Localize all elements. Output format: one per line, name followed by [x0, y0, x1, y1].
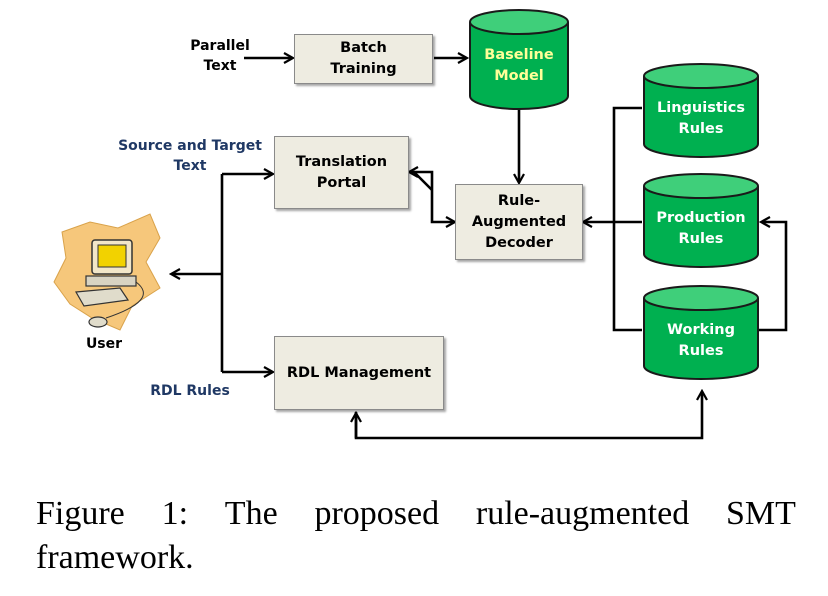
- linguistics-rules-cylinder: Linguistics Rules: [642, 62, 760, 160]
- caption-line-2: framework.: [36, 539, 194, 576]
- arrow-decoder-to-portal: [410, 172, 433, 191]
- working-rules-label: Working Rules: [667, 322, 735, 359]
- parallel-text-label: Parallel Text: [190, 38, 250, 74]
- production-rules-label: Production Rules: [656, 210, 746, 247]
- rules-bus: [612, 106, 642, 332]
- caption-word: rule-augmented: [475, 495, 690, 532]
- caption-word: proposed: [314, 495, 440, 532]
- source-target-text-label: Source and Target Text: [118, 138, 262, 174]
- rule-augmented-decoder-box: Rule- Augmented Decoder: [455, 184, 583, 260]
- figure-caption: Figure 1: The proposed rule-augmented SM…: [36, 492, 796, 580]
- caption-word: Figure: [36, 495, 125, 532]
- production-rules-cylinder: Production Rules: [642, 172, 760, 270]
- translation-portal-label: Translation Portal: [295, 153, 388, 191]
- working-rules-cylinder: Working Rules: [642, 284, 760, 382]
- caption-word: The: [224, 495, 278, 532]
- rdl-management-label: RDL Management: [286, 364, 432, 381]
- rdl-management-box: RDL Management: [274, 336, 444, 410]
- linguistics-rules-label: Linguistics Rules: [657, 100, 745, 137]
- caption-word: 1:: [161, 495, 189, 532]
- arrow-portal-to-decoder: [414, 170, 454, 222]
- rdl-rules-label: RDL Rules: [150, 383, 230, 399]
- batch-training-label: Batch Training: [330, 40, 397, 77]
- rule-augmented-decoder-label: Rule- Augmented Decoder: [471, 192, 567, 251]
- user-label: User: [85, 336, 123, 352]
- arrow-working-to-production: [758, 222, 788, 332]
- baseline-model-label: Baseline Model: [484, 47, 554, 84]
- framework-diagram: Parallel Text Source and Target Text Use…: [53, 0, 788, 440]
- caption-word: SMT: [726, 495, 796, 532]
- baseline-model-cylinder: Baseline Model: [468, 8, 570, 112]
- user-computer-icon: [53, 213, 161, 331]
- batch-training-box: Batch Training: [294, 34, 433, 84]
- diagram-connectors: [53, 0, 788, 440]
- translation-portal-box: Translation Portal: [274, 136, 409, 209]
- caption-line-1: Figure 1: The proposed rule-augmented SM…: [36, 492, 796, 536]
